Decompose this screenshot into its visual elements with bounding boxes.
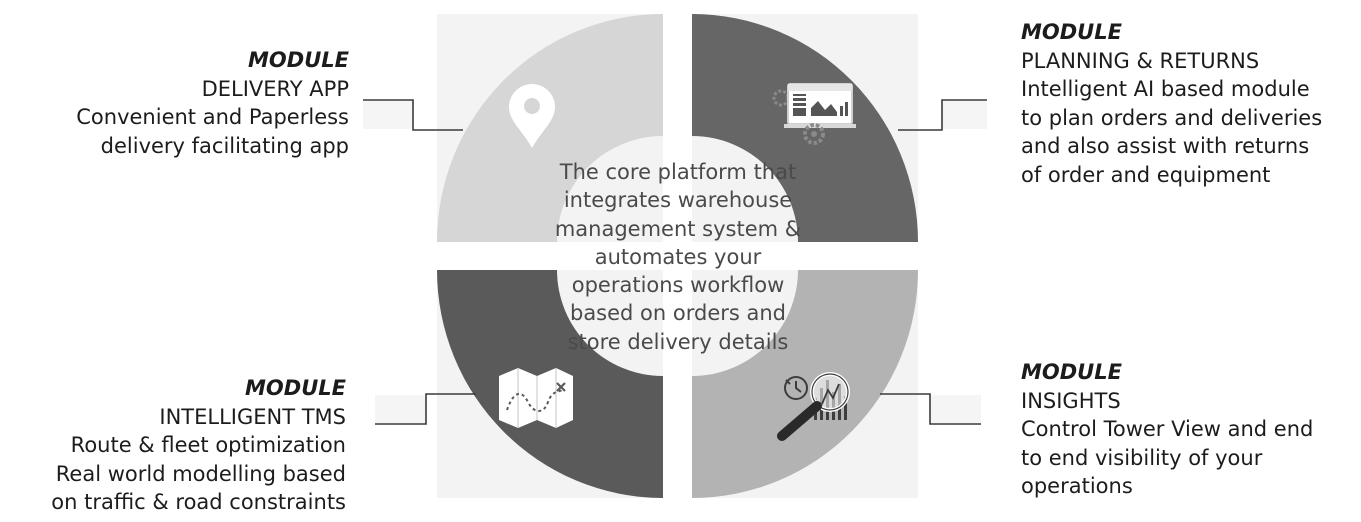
connector-planning bbox=[898, 99, 987, 131]
module-title: INTELLIGENT TMS bbox=[159, 404, 346, 429]
dashboard-gears-icon bbox=[772, 83, 856, 145]
module-description-line: Convenient and Paperless bbox=[76, 105, 349, 129]
route-map-icon bbox=[499, 368, 573, 428]
module-description-line: on traffic & road constraints bbox=[51, 490, 346, 514]
module-description-line: Control Tower View and end bbox=[1021, 417, 1314, 441]
core-line: based on orders and bbox=[569, 301, 787, 326]
connector-tms bbox=[375, 393, 476, 425]
magnifier-analytics-icon bbox=[777, 372, 850, 441]
module-description-line: operations bbox=[1021, 474, 1133, 498]
module-title: PLANNING & RETURNS bbox=[1021, 48, 1260, 73]
module-description-line: to plan orders and deliveries bbox=[1021, 105, 1323, 130]
core-line: The core platform that bbox=[559, 160, 797, 184]
core-line: automates your bbox=[594, 244, 762, 269]
core-line: operations workflow bbox=[571, 273, 785, 298]
module-description-line: and also assist with returns bbox=[1021, 134, 1310, 158]
core-line: store delivery details bbox=[567, 329, 789, 354]
module-kicker: MODULE bbox=[1021, 360, 1122, 384]
quadrant-delivery-app bbox=[437, 14, 663, 242]
module-description-line: Route & fleet optimization bbox=[70, 433, 346, 457]
module-kicker: MODULE bbox=[1021, 20, 1122, 44]
location-pin-icon bbox=[509, 84, 555, 148]
module-insights: MODULE INSIGHTS Control Tower View and e… bbox=[1021, 358, 1313, 501]
module-description-line: of order and equipment bbox=[1021, 162, 1271, 187]
module-kicker: MODULE bbox=[245, 376, 346, 400]
module-intelligent-tms: MODULE INTELLIGENT TMS Route & fleet opt… bbox=[51, 374, 346, 517]
core-line: management system & bbox=[554, 216, 802, 241]
module-description-line: Intelligent AI based module bbox=[1021, 77, 1310, 101]
connector-delivery bbox=[363, 99, 463, 131]
module-description-line: delivery facilitating app bbox=[100, 133, 349, 158]
module-description-line: to end visibility of your bbox=[1021, 445, 1263, 470]
module-description-line: Real world modelling based bbox=[55, 461, 346, 486]
core-platform-description: The core platform that integrates wareho… bbox=[538, 158, 818, 356]
module-delivery-app: MODULE DELIVERY APP Convenient and Paper… bbox=[76, 46, 349, 160]
module-title: INSIGHTS bbox=[1021, 388, 1121, 413]
module-title: DELIVERY APP bbox=[201, 76, 349, 101]
module-kicker: MODULE bbox=[248, 48, 349, 72]
core-line: integrates warehouse bbox=[563, 188, 793, 213]
quadrant-insights bbox=[692, 270, 918, 498]
module-planning-returns: MODULE PLANNING & RETURNS Intelligent AI… bbox=[1021, 18, 1322, 189]
connector-insights bbox=[880, 393, 981, 425]
